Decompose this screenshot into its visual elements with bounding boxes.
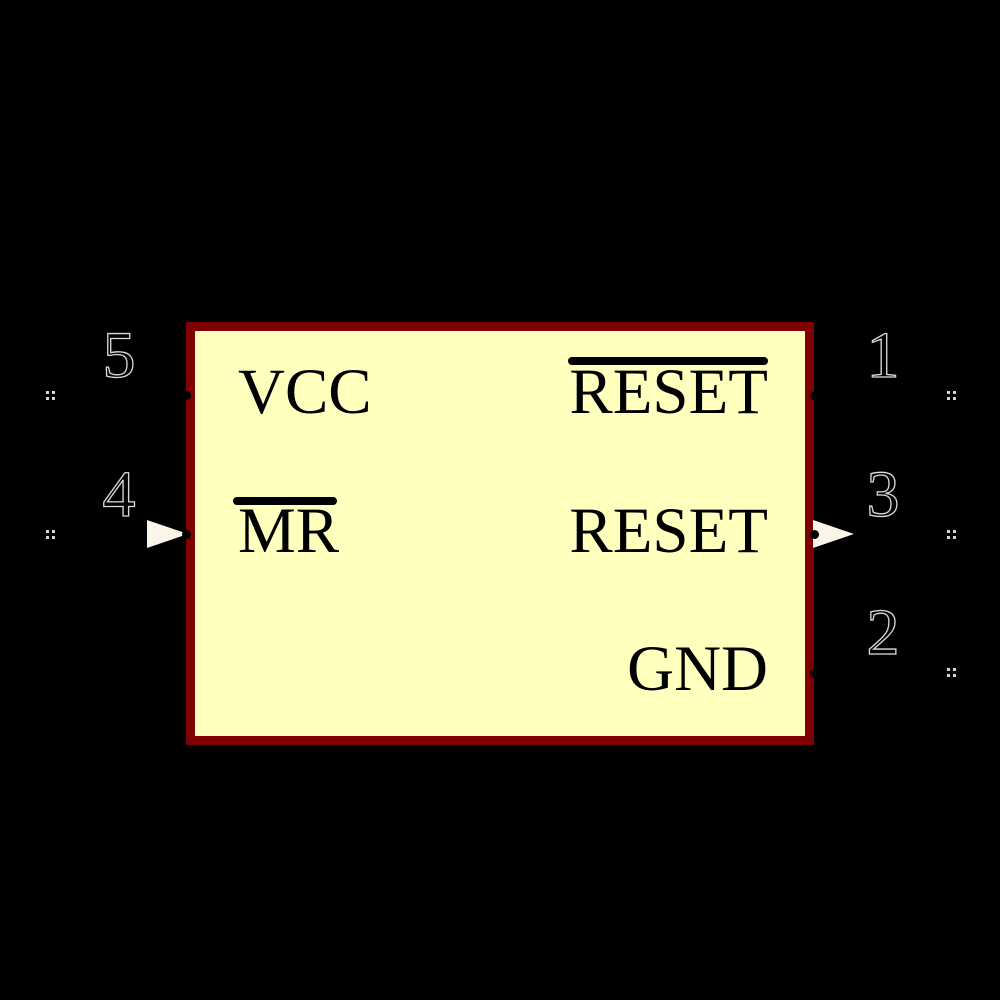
pin-1-number: 1 xyxy=(866,319,900,392)
component-body xyxy=(186,322,814,745)
reset-overline-bar xyxy=(568,357,768,365)
pin-name-reset-bar: RESET xyxy=(569,356,768,428)
pin-2-end-marker-icon xyxy=(947,668,950,671)
pin-5-number: 5 xyxy=(102,319,136,392)
pin-name-vcc: VCC xyxy=(238,356,372,428)
pin-5-connection-dot xyxy=(182,391,191,400)
pin-5-end-marker-icon xyxy=(46,391,49,394)
pin-4-connection-dot xyxy=(182,530,191,539)
pin-4-number: 4 xyxy=(102,458,136,531)
pin-3-end-marker-icon xyxy=(947,530,950,533)
pin-1-end-marker-icon xyxy=(947,391,950,394)
pin-2-line xyxy=(814,671,952,674)
pin-3-number: 3 xyxy=(866,458,900,531)
pin-3-connection-dot xyxy=(810,530,819,539)
pin-2-number: 2 xyxy=(866,596,900,669)
pin-4-end-marker-icon xyxy=(46,530,49,533)
pin-5-line xyxy=(52,394,186,397)
output-arrow-icon xyxy=(813,520,854,548)
mr-overline-bar xyxy=(233,497,337,505)
input-arrow-icon xyxy=(147,520,188,548)
pin-4-line xyxy=(52,533,186,536)
pin-name-mr: MR xyxy=(238,495,340,567)
pin-name-reset: RESET xyxy=(569,495,768,567)
pin-2-connection-dot xyxy=(810,669,819,678)
pin-1-connection-dot xyxy=(810,391,819,400)
pin-1-line xyxy=(814,394,952,397)
pin-3-line xyxy=(814,533,952,536)
pin-name-gnd: GND xyxy=(627,633,768,705)
